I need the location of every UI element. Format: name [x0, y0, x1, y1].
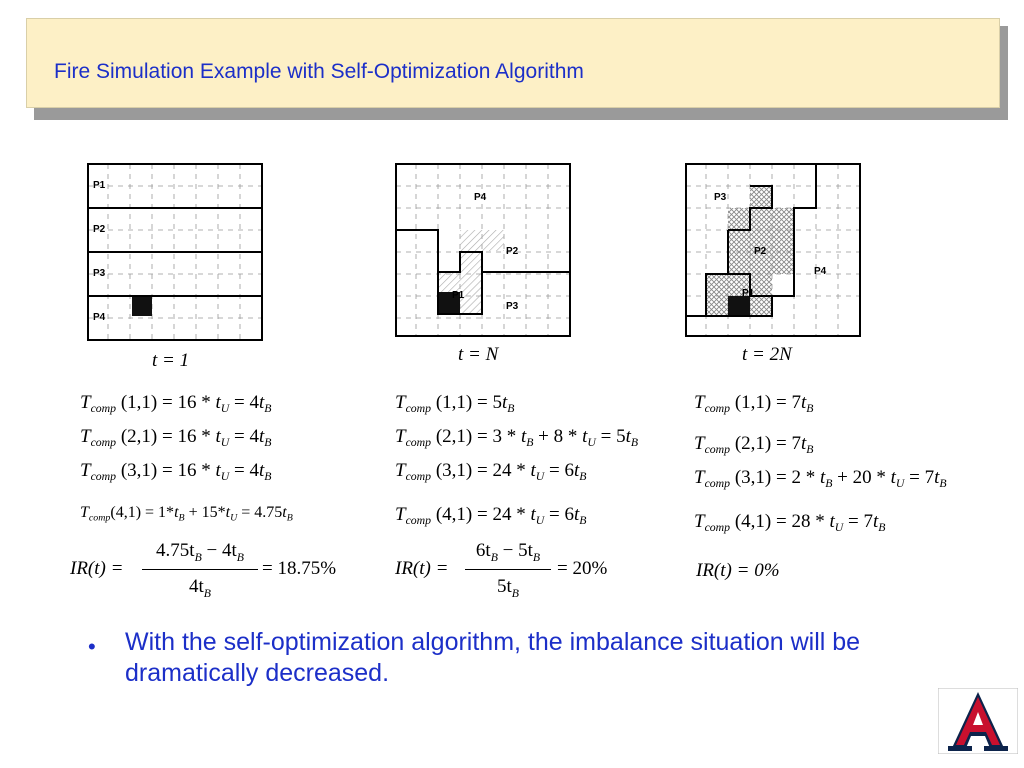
region-label-p2: P2 — [754, 246, 767, 257]
eq-col1-row1: Tcomp (1,1) = 16 * tU = 4tB — [80, 392, 272, 416]
region-label-p1: P1 — [93, 180, 106, 191]
eq-col1-row2: Tcomp (2,1) = 16 * tU = 4tB — [80, 426, 272, 450]
region-label-p4: P4 — [814, 266, 827, 277]
eq-col2-row3: Tcomp (3,1) = 24 * tU = 6tB — [395, 460, 587, 484]
title-box — [26, 18, 1000, 108]
bullet-text: With the self-optimization algorithm, th… — [125, 628, 861, 687]
eq-col1-row3: Tcomp (3,1) = 16 * tU = 4tB — [80, 460, 272, 484]
region-label-p2: P2 — [93, 224, 106, 235]
region-label-p1: P1 — [452, 290, 465, 301]
eq-col3-row3: Tcomp (3,1) = 2 * tB + 20 * tU = 7tB — [694, 467, 947, 491]
region-label-p3: P3 — [93, 268, 106, 279]
university-logo — [938, 688, 1018, 754]
ir-col1: IR(t) = 4.75tB − 4tB 4tB = 18.75% — [70, 540, 337, 600]
diagram-t2N: P3 P2 P4 P1 — [685, 163, 861, 337]
eq-col2-row4: Tcomp (4,1) = 24 * tU = 6tB — [395, 504, 587, 528]
region-label-p4: P4 — [474, 192, 487, 203]
time-label-2: t = N — [458, 344, 499, 365]
diagram-tN: P4 P2 P1 P3 — [395, 163, 571, 337]
region-label-p4: P4 — [93, 312, 106, 323]
region-label-p3: P3 — [506, 301, 519, 312]
time-label-3: t = 2N — [742, 344, 792, 365]
diagram-t1: P1 P2 P3 P4 — [87, 163, 263, 341]
eq-col3-row1: Tcomp (1,1) = 7tB — [694, 392, 814, 416]
eq-col3-row4: Tcomp (4,1) = 28 * tU = 7tB — [694, 511, 886, 535]
region-label-p1: P1 — [742, 288, 755, 299]
region-label-p2: P2 — [506, 246, 519, 257]
eq-col2-row2: Tcomp (2,1) = 3 * tB + 8 * tU = 5tB — [395, 426, 639, 450]
eq-col2-row1: Tcomp (1,1) = 5tB — [395, 392, 515, 416]
slide-title: Fire Simulation Example with Self-Optimi… — [54, 60, 584, 83]
eq-col1-row4: Tcomp(4,1) = 1*tB + 15*tU = 4.75tB — [80, 504, 293, 524]
region-label-p3: P3 — [714, 192, 727, 203]
ir-col3: IR(t) = 0% — [696, 560, 780, 581]
ir-col2: IR(t) = 6tB − 5tB 5tB = 20% — [395, 540, 608, 600]
bullet-marker: • — [88, 634, 96, 659]
eq-col3-row2: Tcomp (2,1) = 7tB — [694, 433, 814, 457]
time-label-1: t = 1 — [152, 350, 190, 371]
